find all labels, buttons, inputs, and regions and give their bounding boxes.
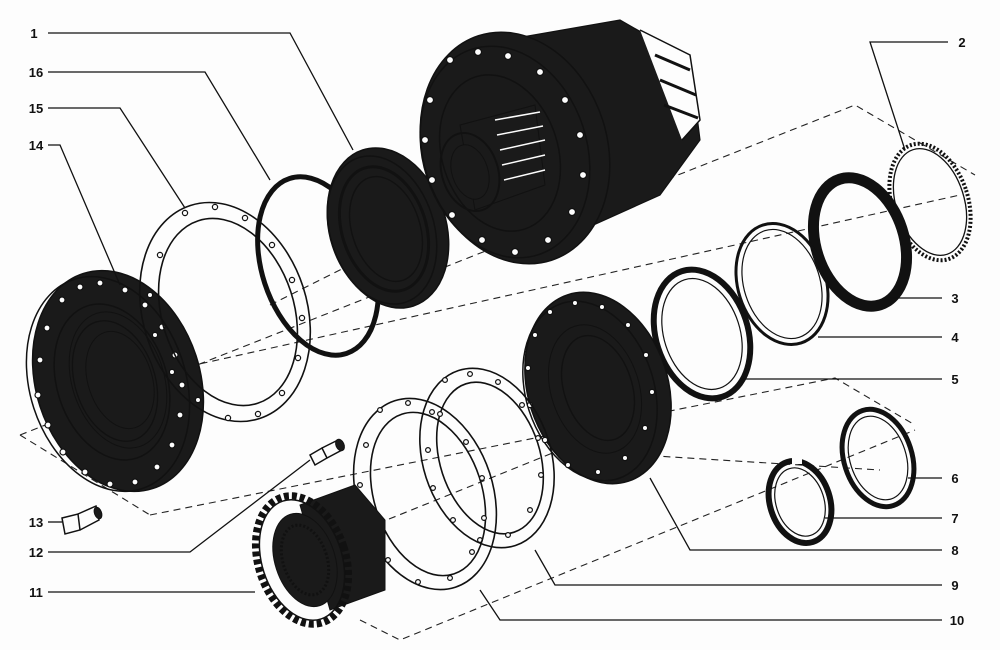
part-11-spline-gear: [251, 484, 386, 628]
part-3-thick-ring: [807, 172, 913, 312]
part-12-bolt: [309, 438, 345, 467]
callout-9: 9: [951, 578, 958, 593]
callout-13: 13: [29, 515, 43, 530]
part-7-split-ring: [765, 456, 835, 547]
callout-labels: 1 2 3 4 5 6 7 8 9 10 11 12 13 14 15 16: [29, 26, 966, 628]
part-8-cover: [522, 291, 672, 485]
part-13-bolt: [61, 504, 103, 535]
callout-10: 10: [950, 613, 964, 628]
part-4-ring: [734, 221, 830, 347]
flange-bolt-holes: [34, 279, 186, 488]
part-14-flange: [25, 269, 205, 493]
callout-2: 2: [958, 35, 965, 50]
callout-7: 7: [951, 511, 958, 526]
hub-bolt-holes: [420, 47, 588, 257]
callout-12: 12: [29, 545, 43, 560]
leader-lines: [48, 32, 948, 621]
callout-8: 8: [951, 543, 958, 558]
part-6-ring: [839, 406, 917, 510]
callout-15: 15: [29, 101, 43, 116]
callout-5: 5: [951, 372, 958, 387]
callout-1: 1: [30, 26, 37, 41]
part-15-gasket: [138, 201, 312, 423]
part-5-ring: [650, 266, 754, 402]
gasket-holes: [146, 203, 306, 422]
callout-4: 4: [951, 330, 959, 345]
callout-6: 6: [951, 471, 958, 486]
callout-16: 16: [29, 65, 43, 80]
callout-11: 11: [29, 585, 43, 600]
gasket-10-holes: [357, 400, 488, 585]
hub-housing: [419, 19, 701, 265]
callout-14: 14: [29, 138, 44, 153]
callout-3: 3: [951, 291, 958, 306]
